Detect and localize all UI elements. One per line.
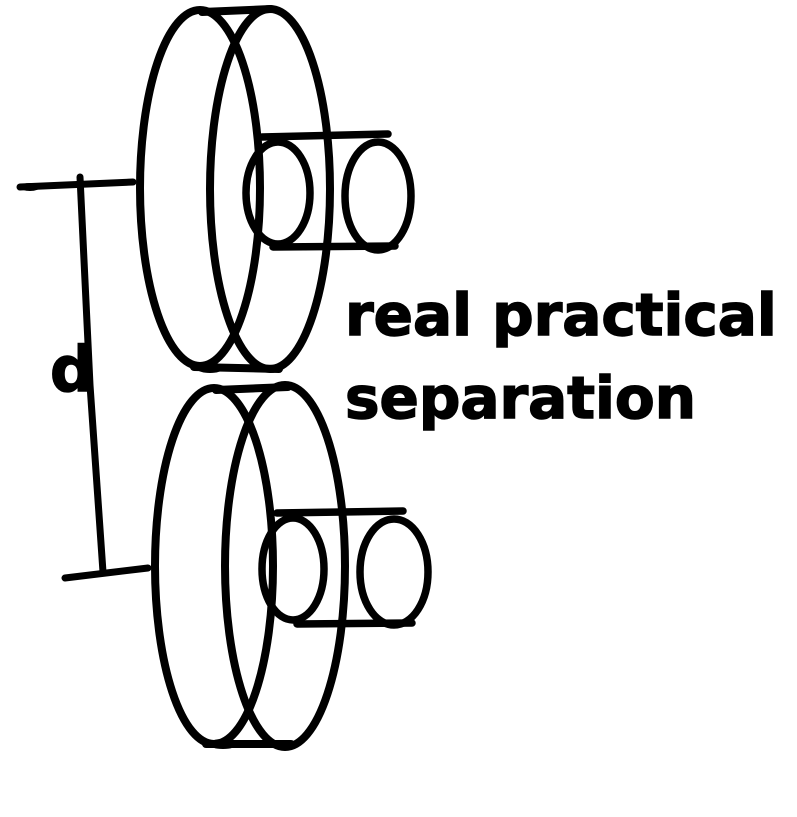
top-coil-axle	[242, 130, 415, 254]
bottom-coil-back-face	[221, 381, 349, 751]
bottom-axle-top-edge	[273, 507, 407, 517]
bottom-axle-back-face	[356, 515, 432, 629]
bottom-coil-front-face	[151, 384, 277, 748]
bottom-coil	[151, 381, 349, 751]
bottom-coil-axle	[258, 507, 432, 629]
top-axle-back-face	[341, 138, 415, 254]
annotation-line2: separation	[344, 364, 697, 432]
ink-blob-top-tick-left	[20, 183, 40, 191]
top-axle-top-edge	[258, 130, 392, 141]
top-axle-front-face	[242, 138, 314, 248]
ink-blob-bottom-coil-bottom	[208, 739, 238, 749]
distance-label: d	[49, 333, 95, 406]
top-coil-front-face	[136, 6, 264, 370]
dimension-bottom-tick	[61, 564, 152, 582]
ink-blob-top-coil-bottom	[196, 363, 224, 373]
annotation-line1: real practical	[344, 281, 777, 349]
top-coil-back-face	[206, 5, 334, 373]
bottom-axle-front-face	[258, 514, 328, 624]
dimension-vertical-line	[76, 173, 107, 576]
top-coil	[136, 5, 334, 373]
